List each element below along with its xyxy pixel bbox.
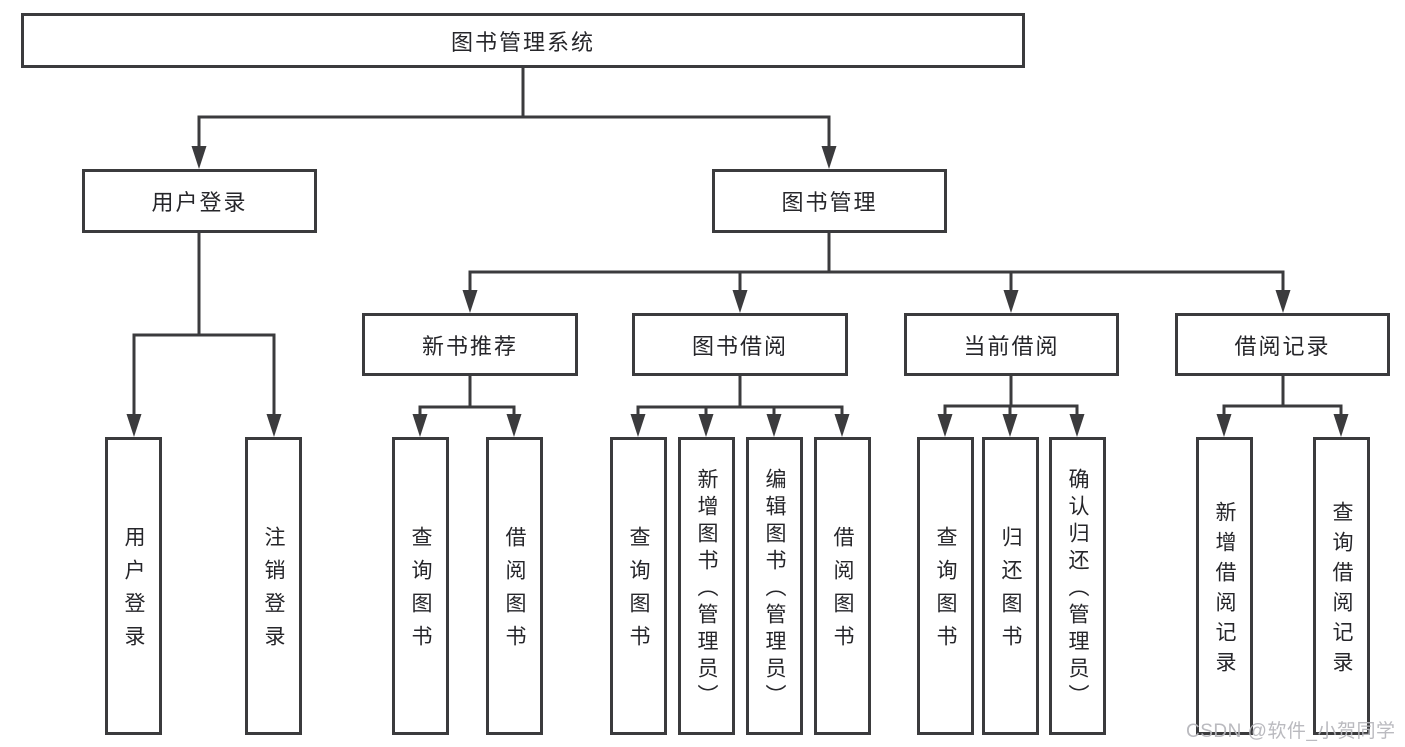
leaf-edit-books-admin: 编辑图书（管理员） xyxy=(746,437,803,735)
leaf-label: 查询图书 xyxy=(627,526,650,658)
leaf-label: 查询借阅记录 xyxy=(1330,500,1353,681)
leaf-label: 查询图书 xyxy=(934,526,957,658)
node-label: 借阅记录 xyxy=(1234,333,1331,359)
leaf-label: 查询图书 xyxy=(409,526,432,658)
node-current-borrowing: 当前借阅 xyxy=(904,313,1119,376)
node-user-login-branch: 用户登录 xyxy=(82,169,317,233)
leaf-label: 借阅图书 xyxy=(831,526,854,658)
node-book-borrowing: 图书借阅 xyxy=(632,313,848,376)
leaf-label: 新增图书（管理员） xyxy=(695,467,718,711)
leaf-label: 确认归还（管理员） xyxy=(1066,467,1089,711)
leaf-label: 新增借阅记录 xyxy=(1213,500,1236,681)
node-borrowing-records: 借阅记录 xyxy=(1175,313,1390,376)
leaf-label: 注销登录 xyxy=(262,526,285,658)
leaf-label: 编辑图书（管理员） xyxy=(763,467,786,711)
leaf-borrow-books-newbook: 借阅图书 xyxy=(486,437,543,735)
leaf-confirm-return-admin: 确认归还（管理员） xyxy=(1049,437,1106,735)
leaf-label: 用户登录 xyxy=(122,526,145,658)
leaf-return-books: 归还图书 xyxy=(982,437,1039,735)
leaf-query-books-current: 查询图书 xyxy=(917,437,974,735)
node-label: 图书借阅 xyxy=(691,333,788,359)
node-library-management-system: 图书管理系统 xyxy=(21,13,1025,68)
leaf-add-books-admin: 新增图书（管理员） xyxy=(678,437,735,735)
leaf-label: 借阅图书 xyxy=(503,526,526,658)
leaf-query-borrow-record: 查询借阅记录 xyxy=(1313,437,1370,735)
leaf-borrow-books-borrowing: 借阅图书 xyxy=(814,437,871,735)
leaf-user-login: 用户登录 xyxy=(105,437,162,735)
leaf-query-books-borrowing: 查询图书 xyxy=(610,437,667,735)
node-label: 当前借阅 xyxy=(963,333,1060,359)
node-label: 新书推荐 xyxy=(421,333,518,359)
node-label: 图书管理 xyxy=(781,190,878,215)
node-label: 图书管理系统 xyxy=(450,29,595,55)
leaf-logout: 注销登录 xyxy=(245,437,302,735)
leaf-add-borrow-record: 新增借阅记录 xyxy=(1196,437,1253,735)
node-book-management-branch: 图书管理 xyxy=(712,169,947,233)
leaf-query-books-newbook: 查询图书 xyxy=(392,437,449,735)
node-label: 用户登录 xyxy=(151,190,248,215)
node-new-book-recommend: 新书推荐 xyxy=(362,313,578,376)
csdn-watermark: CSDN @软件_小贺同学 xyxy=(1186,721,1396,742)
leaf-label: 归还图书 xyxy=(999,526,1022,658)
